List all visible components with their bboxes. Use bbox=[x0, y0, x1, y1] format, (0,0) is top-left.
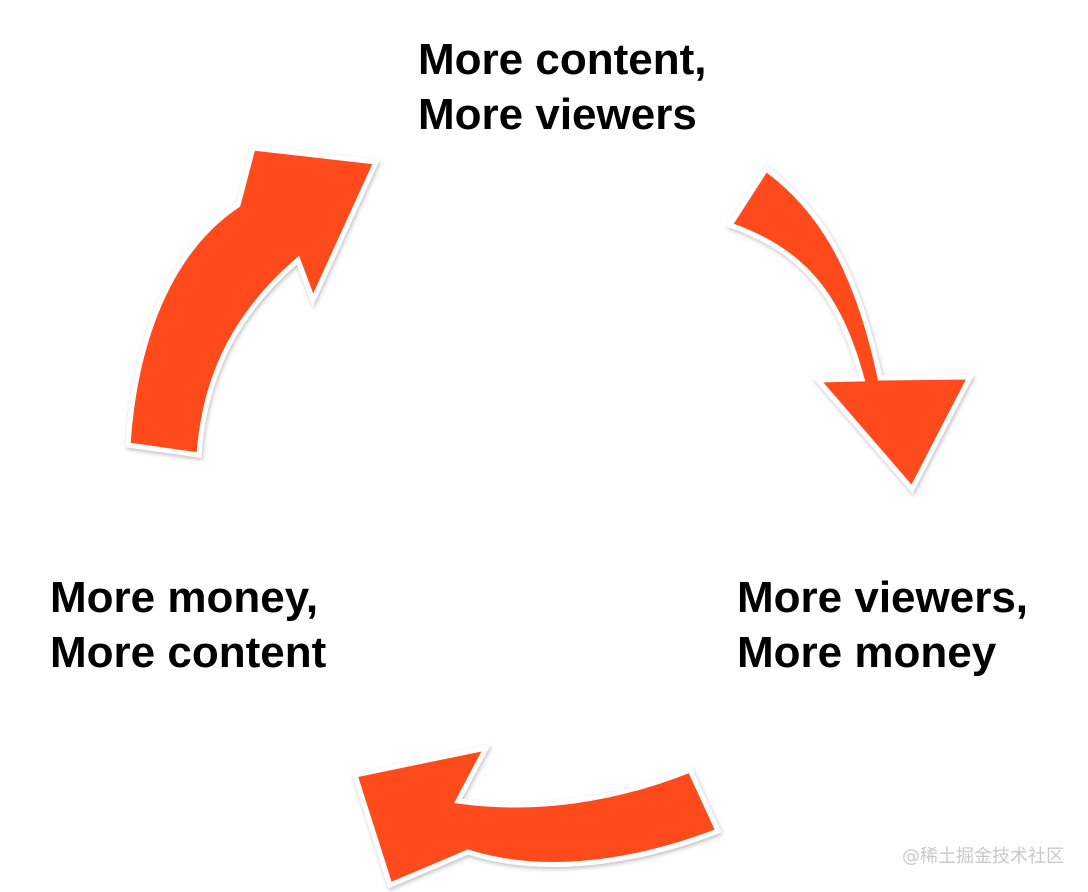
arrow-right-to-left bbox=[351, 744, 722, 889]
node-label-line: More content, bbox=[418, 35, 707, 84]
node-label-line: More money bbox=[737, 628, 997, 677]
node-label-line: More money, bbox=[50, 573, 319, 622]
node-label-right: More viewers, More money bbox=[737, 570, 1028, 680]
node-label-left: More money, More content bbox=[50, 570, 326, 680]
arrow-top-to-right-body bbox=[726, 165, 975, 494]
watermark: @稀土掘金技术社区 bbox=[902, 846, 1064, 867]
node-label-line: More content bbox=[50, 628, 327, 677]
node-label-top: More content, More viewers bbox=[418, 32, 706, 142]
node-label-line: More viewers bbox=[418, 90, 697, 139]
node-label-line: More viewers, bbox=[737, 573, 1029, 622]
arrow-left-to-top bbox=[125, 145, 380, 458]
